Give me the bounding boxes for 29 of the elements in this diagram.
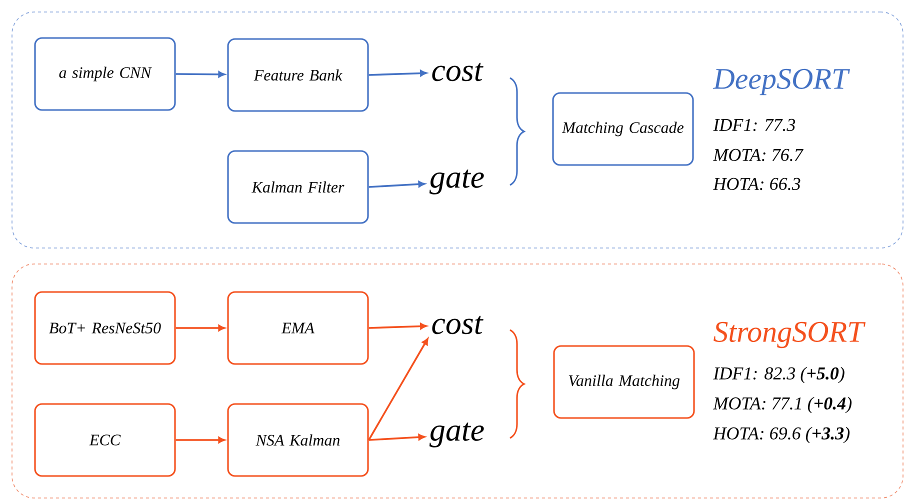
metric-text: HOTA: 69.6 (+3.3) bbox=[713, 426, 850, 444]
process-box: BoT+ ResNeSt50 bbox=[34, 291, 176, 365]
metric-text: MOTA: 76.7 bbox=[713, 148, 804, 162]
algorithm-title: StrongSORT bbox=[714, 322, 866, 348]
process-box: EMA bbox=[227, 291, 369, 365]
metric-text: IDF1: 82.3 (+5.0) bbox=[713, 366, 844, 384]
arrow bbox=[176, 436, 225, 444]
signal-word: gate bbox=[429, 170, 484, 194]
metric-text: IDF1: 77.3 bbox=[713, 118, 796, 132]
signal-word: gate bbox=[429, 422, 484, 448]
arrow bbox=[368, 434, 425, 441]
signal-word: cost bbox=[432, 316, 484, 334]
process-box: a simple CNN bbox=[34, 37, 176, 111]
metric-text: HOTA: 66.3 bbox=[713, 178, 800, 190]
signal-word: cost bbox=[432, 62, 484, 82]
metric-text: MOTA: 77.1 (+0.4) bbox=[713, 396, 852, 414]
algorithm-title: DeepSORT bbox=[712, 68, 850, 96]
arrow bbox=[368, 180, 425, 188]
process-box: Matching Cascade bbox=[552, 92, 694, 166]
arrow bbox=[368, 338, 428, 440]
process-box: ECC bbox=[34, 403, 176, 477]
arrow bbox=[368, 70, 427, 76]
process-box: Vanilla Matching bbox=[553, 345, 695, 419]
process-box: Kalman Filter bbox=[227, 150, 369, 224]
process-box: NSA Kalman bbox=[227, 403, 369, 477]
arrow bbox=[176, 324, 225, 332]
arrow bbox=[368, 323, 427, 330]
arrow bbox=[176, 71, 225, 78]
process-box: Feature Bank bbox=[227, 38, 369, 112]
